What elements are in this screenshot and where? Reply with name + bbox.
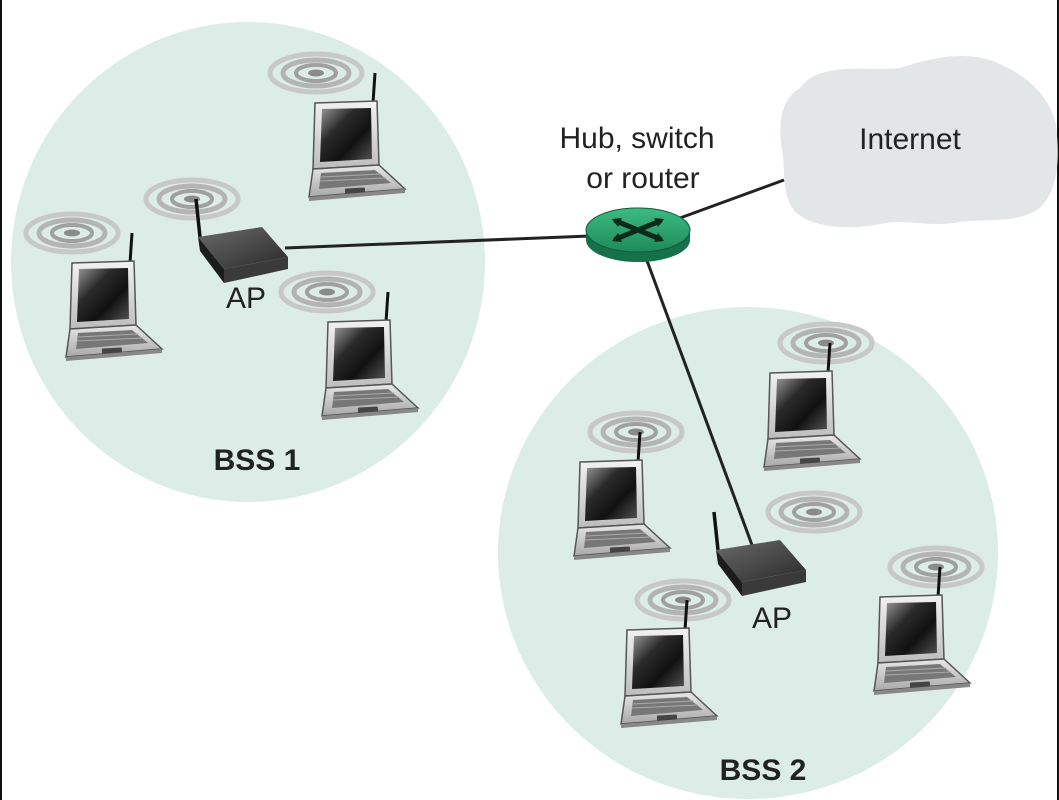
hub-label-line1: Hub, switch (559, 122, 714, 155)
wireless-signal-icon (270, 54, 362, 92)
bss1-label: BSS 1 (214, 444, 301, 477)
links (284, 178, 785, 546)
bss2-label: BSS 2 (720, 754, 807, 787)
link-router-internet (679, 178, 785, 220)
ap1-label: AP (226, 282, 266, 315)
frame-left-border (0, 0, 2, 800)
wireless-signal-icon (26, 214, 118, 252)
internet-label: Internet (859, 123, 961, 156)
wireless-signal-icon (281, 273, 373, 311)
wireless-signal-icon (590, 413, 682, 451)
ap2-label: AP (752, 602, 792, 635)
link-ap1-router (284, 234, 591, 250)
internet-cloud-icon (780, 55, 1058, 228)
link-router-ap2 (644, 257, 754, 546)
frame-right-border (1057, 0, 1059, 800)
wireless-signal-icon (768, 493, 860, 531)
wireless-signal-icon (780, 324, 872, 362)
wireless-signal-icon (146, 180, 238, 218)
hub-label-line2: or router (586, 162, 699, 195)
router-icon (585, 207, 691, 262)
wireless-signal-icon (890, 548, 982, 586)
wireless-signal-icon (637, 581, 729, 619)
